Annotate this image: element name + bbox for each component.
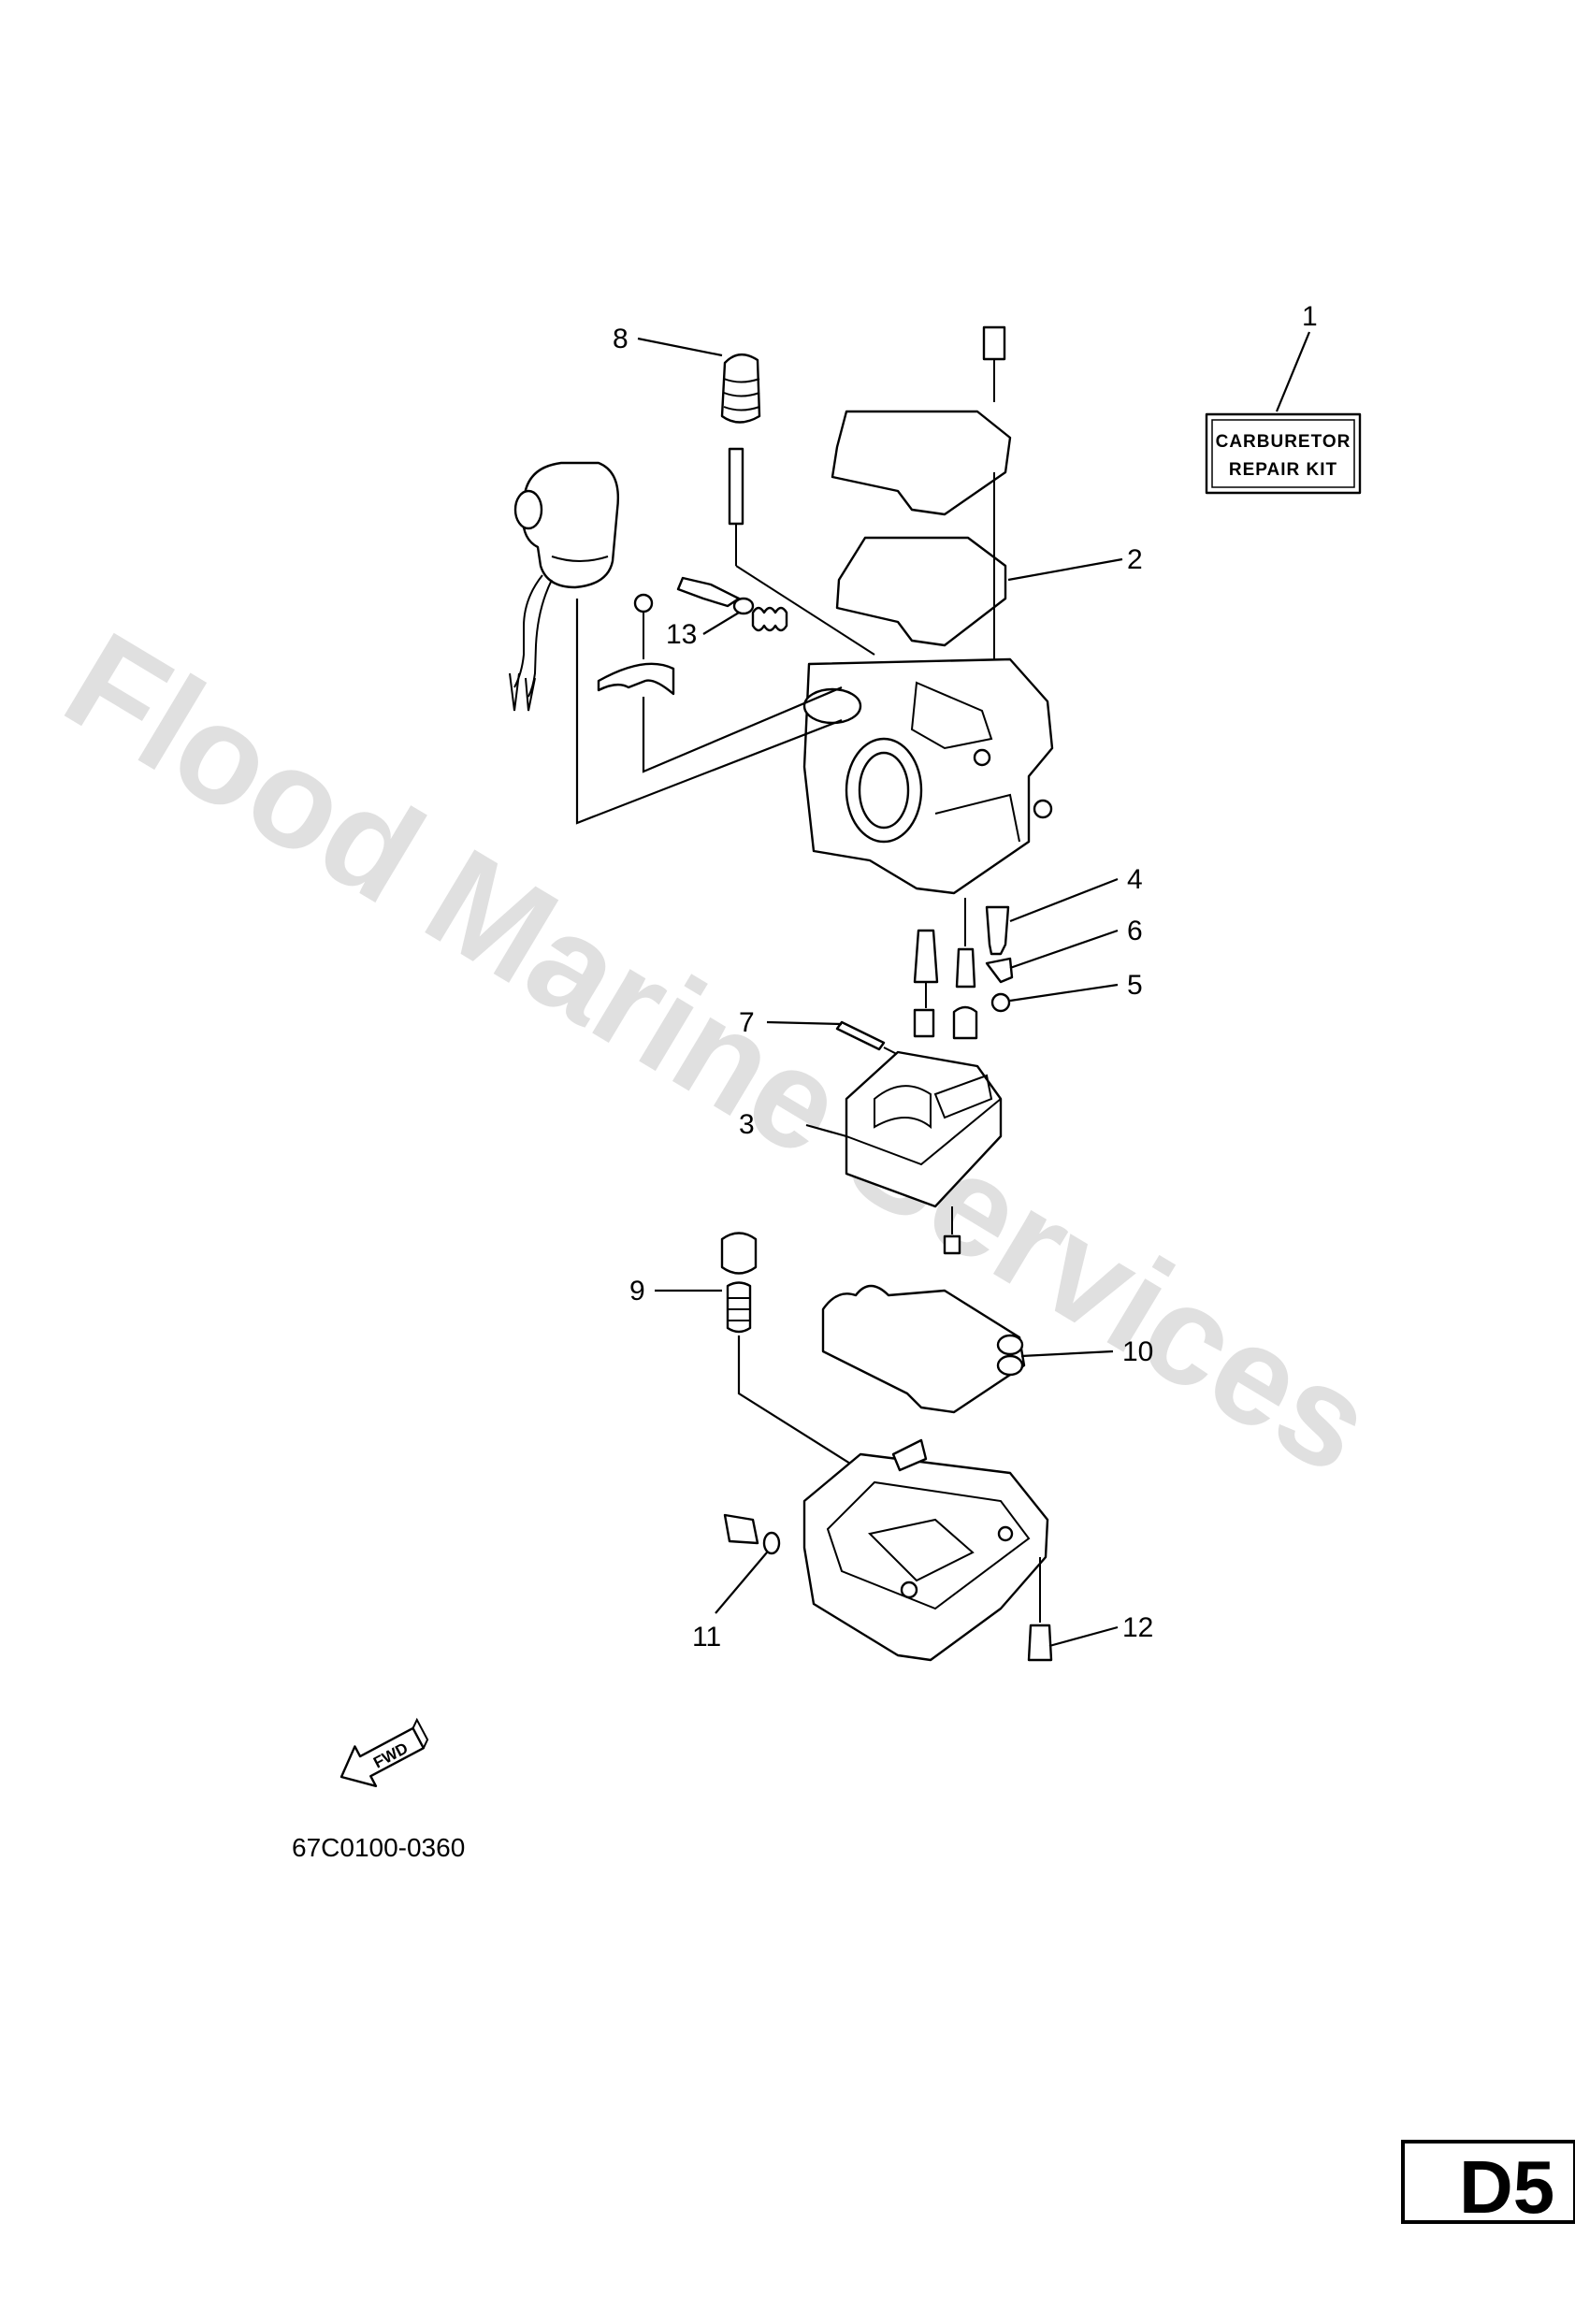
callout-6: 6 [1127,916,1143,946]
page-marker-text: D5 [1459,2145,1554,2229]
fwd-arrow-icon: FWD [340,1717,429,1788]
callout-numbers: 1 2 3 4 5 6 7 8 9 10 11 12 13 [613,301,1318,1653]
bowl-screw-part [1027,1557,1053,1662]
lever-part [597,593,675,696]
callout-10: 10 [1122,1336,1153,1367]
callout-11: 11 [692,1622,721,1653]
kit-label-line1: CARBURETOR [1216,432,1351,452]
bowl-gasket-part [821,1284,1026,1414]
callout-12: 12 [1122,1612,1153,1643]
callout-5: 5 [1127,970,1143,1001]
watermark-text: Flood Marine Services [41,601,1398,1503]
plug-part [720,354,875,656]
float-bowl-part [802,1438,1049,1662]
carburetor-repair-kit-label: CARBURETOR REPAIR KIT [1205,412,1362,495]
callout-1: 1 [1302,301,1318,332]
callout-2: 2 [1127,544,1143,575]
callout-leaders [637,331,1311,1648]
callout-3: 3 [739,1109,755,1140]
callout-8: 8 [613,324,629,354]
routing-lines [575,599,843,825]
kit-label-line2: REPAIR KIT [1229,460,1337,480]
float-part [845,1050,1003,1255]
sensor-housing-part [509,461,619,712]
spring-part [720,1232,866,1474]
reference-code: 67C0100-0360 [292,1833,465,1862]
needle-valve-part [985,905,1014,1013]
page-marker: D5 [1401,2140,1575,2229]
watermark: Flood Marine Services [41,601,1398,1503]
callout-7: 7 [739,1007,755,1038]
jet-parts [913,898,978,1040]
callout-9: 9 [629,1276,645,1306]
callout-4: 4 [1127,864,1143,895]
pilot-screw-part [676,576,788,632]
callout-13: 13 [666,619,697,650]
drain-screw-part [723,1513,781,1555]
top-cover-part [831,325,1012,739]
carburetor-body-part [802,657,1054,895]
